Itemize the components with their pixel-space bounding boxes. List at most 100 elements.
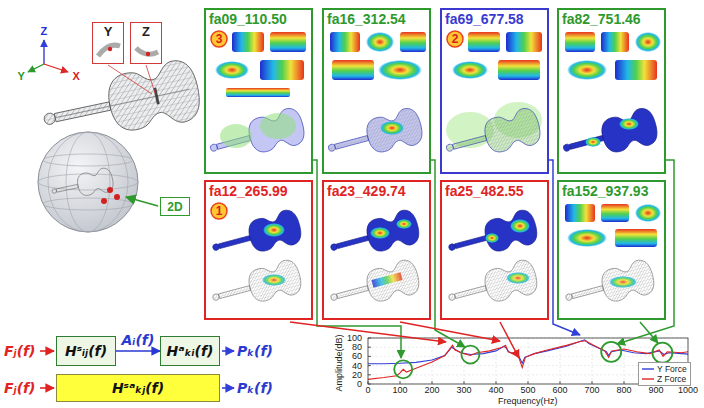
function-name: Hˢᵃₖⱼ(f) xyxy=(112,380,164,396)
legend-sample xyxy=(642,368,654,369)
bridge-detail xyxy=(98,45,120,56)
mode-picture xyxy=(444,208,540,316)
grid-line xyxy=(560,338,561,384)
mode-panel: fa16_312.54 xyxy=(322,8,431,174)
callout-number: 3 xyxy=(216,30,223,48)
mode-picture xyxy=(208,208,304,316)
mode-thumbnail xyxy=(226,88,290,97)
legend-entry: Z Force xyxy=(642,374,687,384)
violin-mesh xyxy=(444,258,540,316)
tick-label: 500 xyxy=(521,385,536,395)
grid-line xyxy=(368,347,688,348)
signal-arrow xyxy=(116,350,160,352)
legend-sample xyxy=(642,378,654,379)
callout-number: 3 xyxy=(210,30,228,48)
tick-mark xyxy=(464,381,465,384)
pointer-arrow xyxy=(126,197,158,206)
callout-number: 1 xyxy=(216,202,223,220)
callout-number: 2 xyxy=(446,30,464,48)
tick-mark xyxy=(624,381,625,384)
tick-mark xyxy=(368,347,371,348)
sphere-grid xyxy=(66,132,110,232)
mode-picture xyxy=(442,32,544,167)
highlight-circle xyxy=(461,346,479,364)
mode-thumbnail xyxy=(635,204,661,222)
signal-name: Pₖ(f) xyxy=(237,380,273,396)
violin-wireframe xyxy=(444,258,540,316)
violin-mode xyxy=(444,208,540,266)
mode-title: fa12_265.99 xyxy=(206,182,290,199)
mode-title: fa25_482.55 xyxy=(442,182,526,199)
tick-mark xyxy=(560,381,561,384)
mode-panel: fa09_110.503 xyxy=(204,8,313,174)
mode-thumbnail xyxy=(635,32,661,52)
mode-thumbnail xyxy=(270,32,306,52)
tick-label: 1000 xyxy=(678,385,698,395)
tick-mark xyxy=(528,381,529,384)
inset-leader xyxy=(108,65,155,94)
leader-line xyxy=(290,322,446,342)
mode-patch xyxy=(609,276,637,288)
tick-mark xyxy=(368,374,371,375)
violin-mesh xyxy=(208,258,304,316)
legend-sample xyxy=(642,376,654,382)
mode-patch xyxy=(619,118,639,130)
legend-sample xyxy=(642,366,654,372)
view-inset: Y xyxy=(92,22,124,64)
violin-mesh xyxy=(561,258,657,316)
mode-panel: fa12_265.99 1 xyxy=(204,180,313,320)
axis-arrow xyxy=(28,64,44,72)
mode-patch xyxy=(485,233,499,243)
sphere-grid xyxy=(43,198,133,210)
mode-thumbnail xyxy=(498,60,540,80)
view-letter: Z xyxy=(142,23,150,39)
callout-circle xyxy=(211,203,227,219)
grid-line xyxy=(624,338,625,384)
violin-mode xyxy=(559,106,661,167)
tick-label: 100 xyxy=(347,333,362,343)
view-name: 2D xyxy=(167,200,182,214)
mode-thumbnail xyxy=(452,61,488,79)
violin-body xyxy=(38,57,204,150)
leader-line xyxy=(500,322,519,358)
tick-mark xyxy=(432,381,433,384)
mode-thumbnail xyxy=(468,32,500,52)
mode-thumbnail xyxy=(565,204,595,222)
callout-circle xyxy=(447,31,463,47)
violin-mesh xyxy=(442,106,544,167)
signal-arrow xyxy=(222,350,234,352)
mode-thumbnail xyxy=(615,229,657,247)
mode-thumbnail xyxy=(567,60,607,80)
sphere-grid xyxy=(38,174,138,190)
signal-name: Pₖ(f) xyxy=(237,343,273,359)
tick-label: 300 xyxy=(457,385,472,395)
violin-mode xyxy=(326,208,422,266)
measure-point xyxy=(114,194,120,200)
signal-name: Aᵢ(f) xyxy=(122,332,155,348)
mode-thumbnail xyxy=(260,60,304,80)
highlight-circle xyxy=(652,343,672,363)
legend-text: Y Force xyxy=(657,364,687,374)
signal-arrow xyxy=(222,387,234,389)
legend-entry: Y Force xyxy=(642,364,687,374)
tick-label: 20 xyxy=(352,370,362,380)
mode-thumbnail xyxy=(506,32,542,52)
violin-wireframe xyxy=(326,258,422,316)
mode-title: fa82_751.46 xyxy=(559,10,643,27)
mode-picture xyxy=(326,208,422,316)
grid-line xyxy=(432,338,433,384)
radiation-sphere xyxy=(38,132,138,232)
tick-mark xyxy=(368,356,371,357)
mode-picture xyxy=(206,32,308,167)
mode-picture xyxy=(561,204,661,315)
highlight-circle xyxy=(394,360,412,378)
tick-label: 60 xyxy=(352,351,362,361)
tick-mark xyxy=(496,381,497,384)
force-point xyxy=(108,47,112,51)
transfer-function-box: Hˢᵃₖⱼ(f) xyxy=(56,374,220,402)
tick-label: 900 xyxy=(649,385,664,395)
violin-mesh xyxy=(324,106,426,167)
signal-arrow xyxy=(40,350,54,352)
violin-wireframe xyxy=(208,258,304,316)
